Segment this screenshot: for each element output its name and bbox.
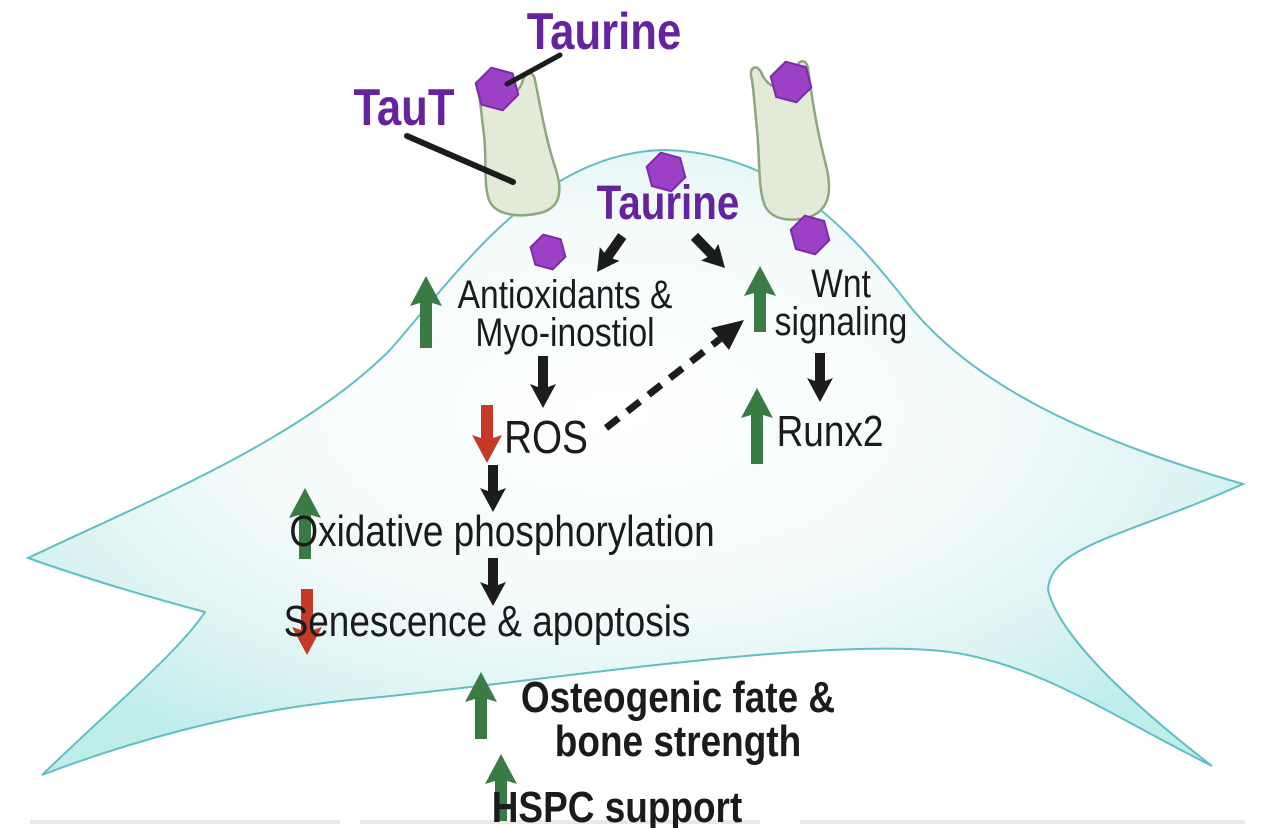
dashed-arrow-ros-to-wnt (603, 336, 723, 431)
osteogenic-fate-label: Osteogenic fate & bone strength (521, 676, 835, 764)
up-arrow-antioxidants (410, 276, 442, 348)
antioxidants-label-line2: Myo-inostiol (475, 311, 655, 356)
up-arrow-osteogenic (465, 672, 497, 739)
taurine-molecule-icon (789, 214, 831, 256)
taurine-molecule-icon (474, 66, 520, 112)
bottom-artifact-line (360, 820, 760, 824)
bottom-artifact-line (800, 820, 1245, 824)
taurine-molecule-icon (645, 151, 687, 193)
wnt-signaling-label: Wnt signaling (774, 262, 908, 345)
antioxidants-label-line1: Antioxidants & (457, 273, 673, 317)
dashed-arrow-ros-to-wnt-head (711, 320, 744, 350)
up-arrow-wnt (744, 266, 776, 332)
taurine-top-leader-line (504, 52, 563, 87)
taurine-intracellular-label: Taurine (596, 177, 740, 230)
antioxidants-label: Antioxidants & Myo-inostiol (457, 273, 673, 356)
oxidative-phosphorylation-label: Oxidative phosphorylation (289, 507, 715, 556)
wnt-signaling-label-line2: signaling (774, 300, 908, 345)
up-arrow-oxphos (289, 488, 321, 559)
taurine-extracellular-label: Taurine (526, 3, 682, 61)
taurine-molecule-icon (769, 60, 813, 104)
arrow-taurine-to-wnt (690, 232, 725, 268)
bottom-artifact-line (30, 820, 340, 824)
osteogenic-fate-label-line2: bone strength (554, 717, 802, 766)
arrow-wnt-to-runx2 (807, 353, 833, 402)
wnt-signaling-label-line1: Wnt (811, 262, 871, 306)
taurine-molecule-icon (529, 233, 567, 271)
arrow-ros-to-oxphos (480, 465, 506, 512)
arrow-antioxidants-to-ros (530, 356, 556, 408)
arrow-oxphos-to-senescence (480, 558, 506, 606)
ros-label: ROS (504, 411, 588, 463)
taut-channel-right (749, 60, 831, 221)
taut-transporter-label: TauT (353, 79, 455, 137)
osteogenic-fate-label-line1: Osteogenic fate & (520, 673, 836, 722)
senescence-apoptosis-label: Senescence & apoptosis (283, 597, 691, 646)
up-arrow-runx2 (741, 388, 773, 464)
up-arrow-hspc (485, 754, 517, 821)
runx2-label: Runx2 (776, 407, 884, 456)
down-arrow-senescence (292, 589, 322, 655)
down-arrow-ros (472, 405, 502, 463)
arrow-taurine-to-antioxidants (597, 233, 627, 272)
taut-leader-line (404, 133, 516, 185)
hspc-support-label: HSPC support (491, 783, 743, 828)
